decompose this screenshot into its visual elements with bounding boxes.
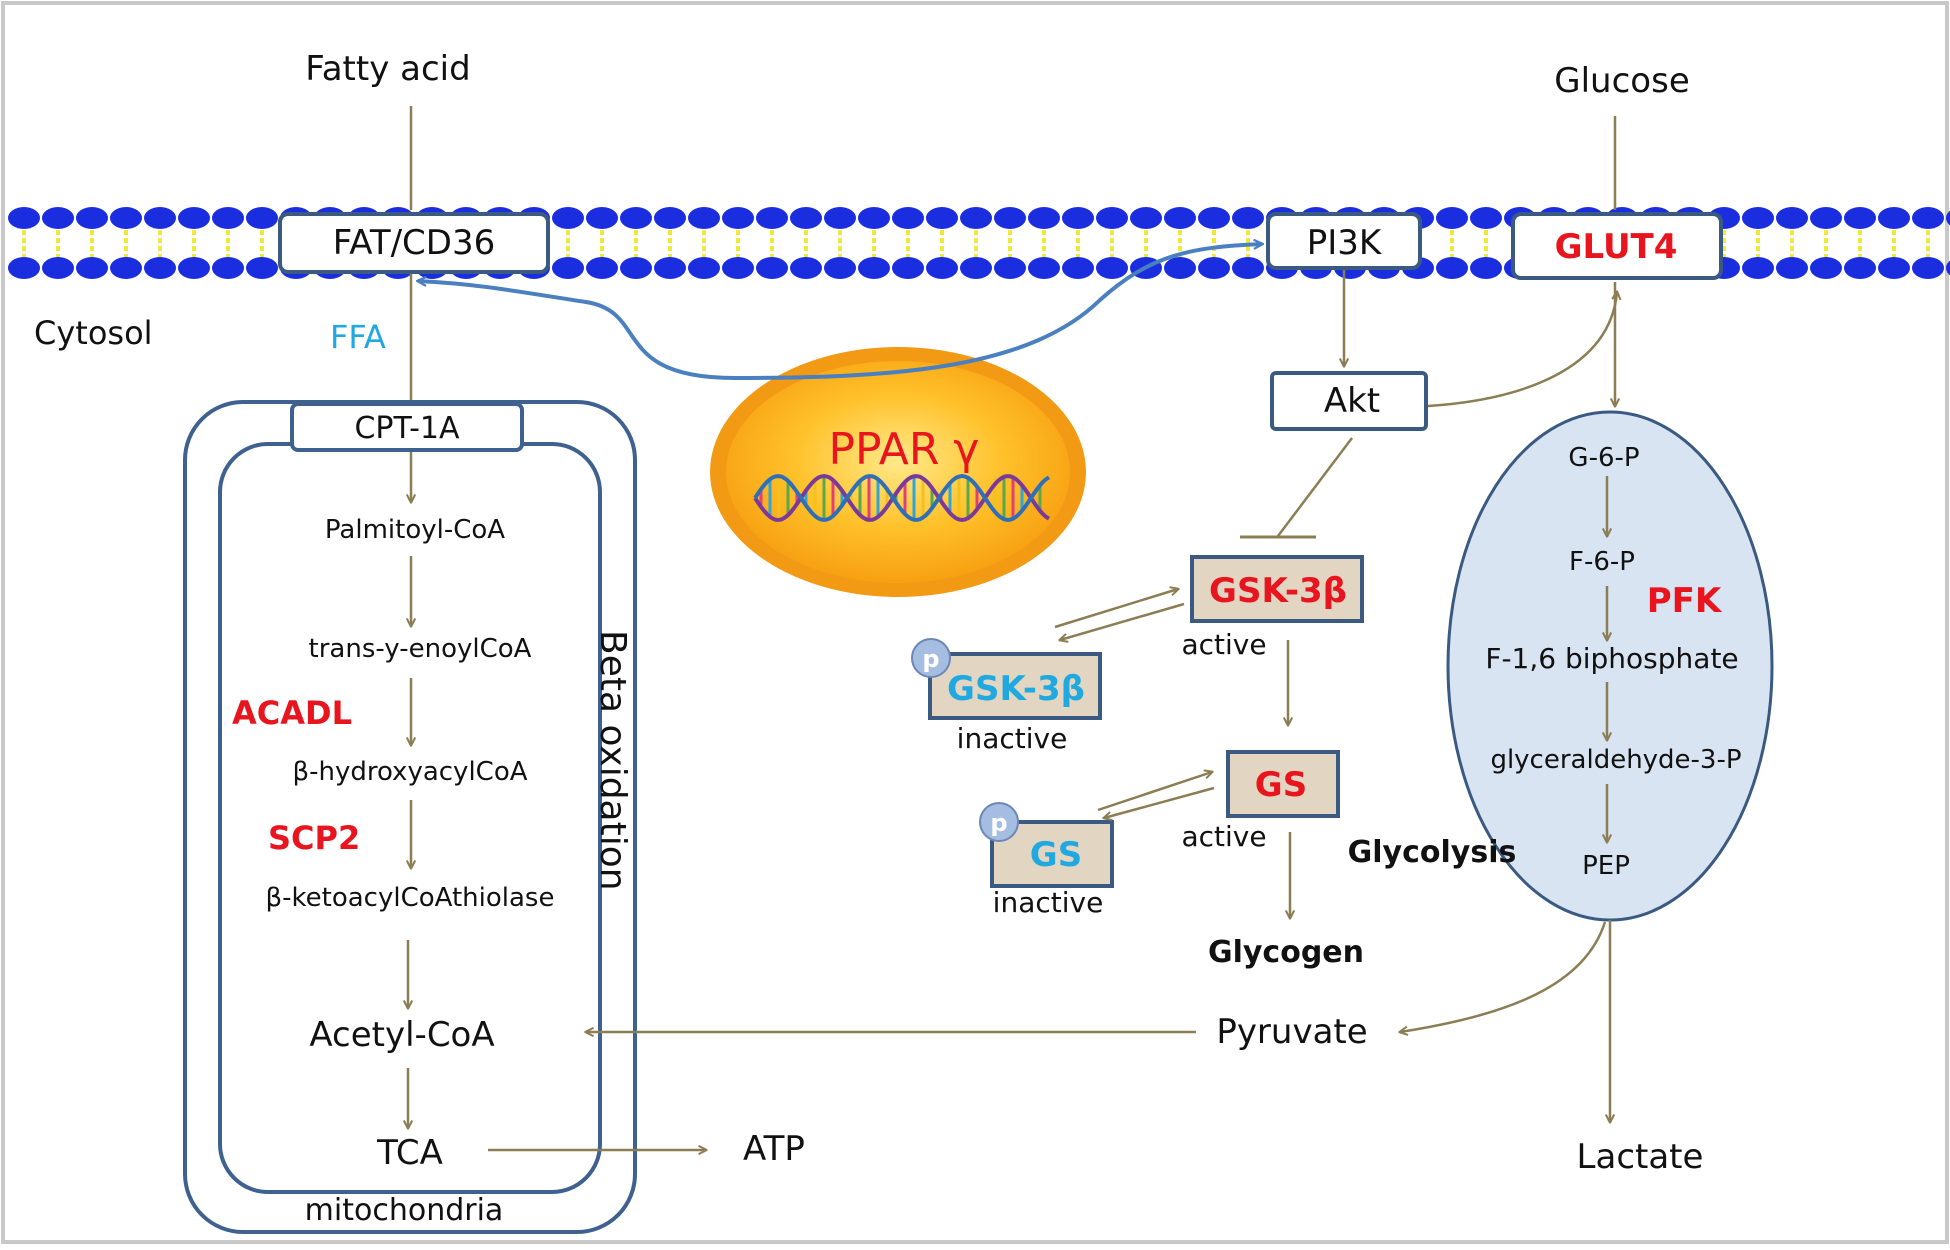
- gs-activation-arrow: [1097, 772, 1212, 812]
- glut4-box: [1511, 212, 1723, 280]
- cpt1a-label: CPT-1A: [354, 411, 460, 446]
- gsk3b-inactive-label: GSK-3β: [947, 669, 1085, 709]
- pfk-label: PFK: [1647, 581, 1723, 621]
- arrow-glycolysis-pyruvate: [1400, 921, 1607, 1032]
- beta-oxidation-label: Beta oxidation: [592, 630, 633, 891]
- gsk3b-inactive-state-label: inactive: [957, 722, 1068, 755]
- glycolysis-label: Glycolysis: [1348, 835, 1517, 870]
- gs-inactive-label: GS: [1030, 835, 1082, 875]
- atp-label: ATP: [743, 1129, 805, 1169]
- tca-label: TCA: [376, 1133, 443, 1173]
- ppar-to-pi3k-arrow: [734, 244, 1262, 380]
- f16bp-label: F-1,6 biphosphate: [1485, 642, 1738, 675]
- ppar-gamma-label: PPAR γ: [829, 424, 980, 475]
- acetyl-coa-label: Acetyl-CoA: [309, 1015, 494, 1055]
- pep-label: PEP: [1582, 851, 1630, 881]
- dna-helix-icon: [753, 473, 1051, 523]
- phospho-gs-icon: [979, 802, 1019, 842]
- gsk-activation-arrow: [1054, 589, 1178, 629]
- pyruvate-label: Pyruvate: [1216, 1012, 1367, 1052]
- scp2-label: SCP2: [268, 819, 360, 857]
- gsk3b-active-box: [1190, 555, 1364, 623]
- ketoacyl-coa-thiolase-label: β-ketoacylCoAthiolase: [266, 883, 555, 913]
- phospho-gsk-label: p: [922, 645, 939, 673]
- glut4-label: GLUT4: [1555, 227, 1678, 267]
- gs-inactivation-arrow: [1104, 786, 1215, 818]
- phospho-gs-label: p: [990, 809, 1007, 837]
- hydroxyacyl-coa-label: β-hydroxyacylCoA: [292, 757, 527, 787]
- palmitoyl-coa-label: Palmitoyl-CoA: [325, 515, 505, 545]
- mitochondria-label: mitochondria: [305, 1193, 504, 1228]
- gs-active-box: [1226, 750, 1340, 818]
- pi3k-box: [1266, 212, 1422, 270]
- gs-active-label: GS: [1255, 765, 1307, 805]
- glycogen-label: Glycogen: [1208, 935, 1364, 970]
- g6p-label: G-6-P: [1568, 443, 1639, 473]
- phospho-gsk-icon: [911, 638, 951, 678]
- fatty-acid-label: Fatty acid: [305, 49, 470, 89]
- gsk-inactivation-arrow: [1060, 602, 1185, 640]
- fat-cd36-label: FAT/CD36: [333, 223, 495, 263]
- cytosol-label: Cytosol: [34, 314, 153, 352]
- lactate-label: Lactate: [1577, 1137, 1704, 1177]
- akt-box: [1270, 371, 1428, 431]
- ppar-to-fat-cd36-arrow: [418, 281, 736, 380]
- ppar-inner-ellipse: [726, 361, 1070, 583]
- pi3k-label: PI3K: [1307, 223, 1383, 263]
- ffa-label: FFA: [330, 318, 386, 356]
- gs-active-state-label: active: [1181, 820, 1266, 853]
- gs-inactive-state-label: inactive: [993, 886, 1104, 919]
- akt-label: Akt: [1324, 381, 1380, 421]
- trans-enoyl-coa-label: trans-y-enoylCoA: [309, 634, 532, 664]
- gsk3b-active-state-label: active: [1181, 628, 1266, 661]
- glucose-label: Glucose: [1554, 61, 1689, 101]
- fat-cd36-box: [278, 212, 550, 274]
- cpt1a-box: [290, 402, 524, 452]
- glyceraldehyde-3p-label: glyceraldehyde-3-P: [1490, 745, 1741, 775]
- akt-inhibits-gsk-line: [1277, 437, 1353, 537]
- f6p-label: F-6-P: [1569, 547, 1635, 577]
- arrow-akt-glut4: [1427, 292, 1617, 408]
- gsk3b-active-label: GSK-3β: [1209, 571, 1347, 611]
- acadl-label: ACADL: [232, 694, 352, 732]
- gsk3b-inactive-box: [928, 652, 1102, 720]
